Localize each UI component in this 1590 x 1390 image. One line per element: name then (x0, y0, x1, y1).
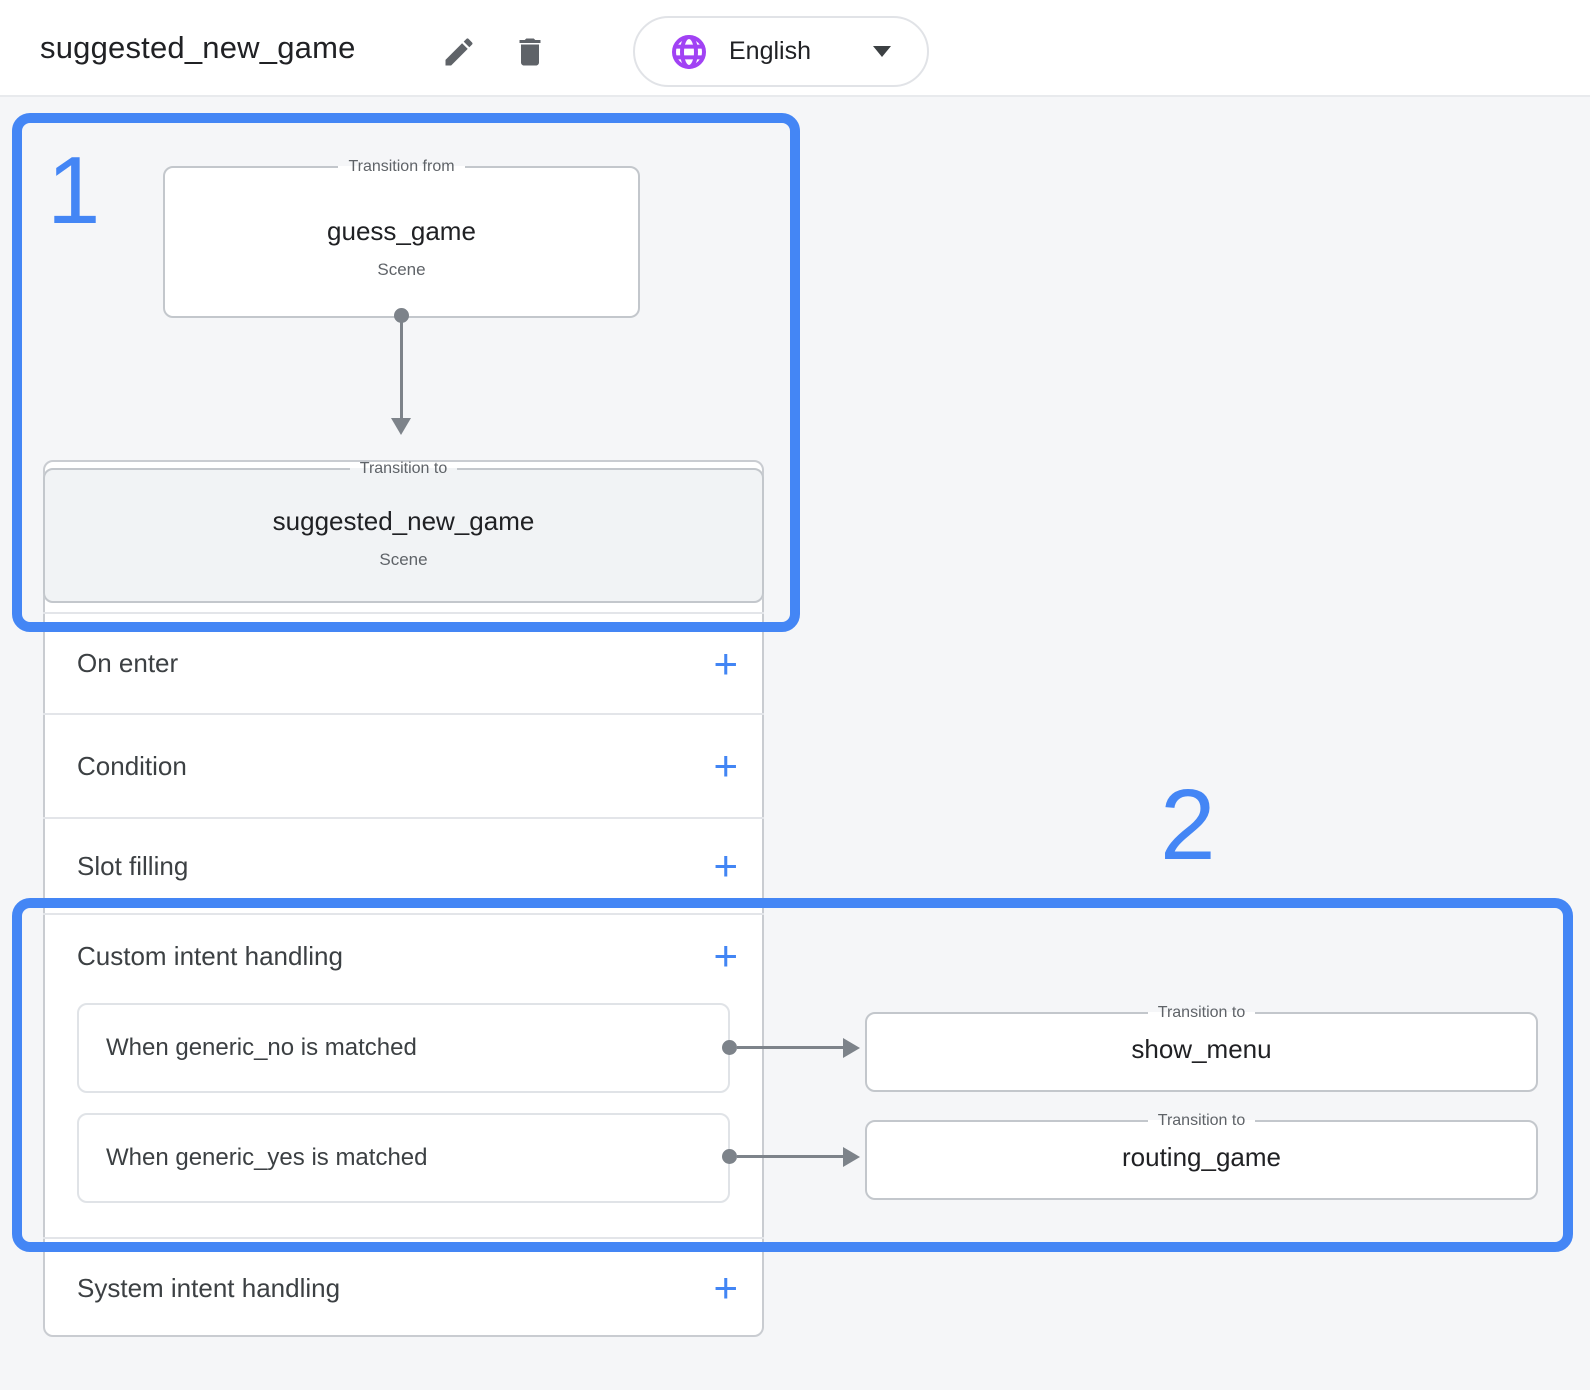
transition-to-legend: Transition to (359, 460, 448, 477)
language-label: English (729, 37, 811, 65)
intent-card-generic-no[interactable]: When generic_no is matched (77, 1003, 730, 1093)
intent-card-generic-yes[interactable]: When generic_yes is matched (77, 1113, 730, 1203)
transition-target-show-menu[interactable]: Transition to show_menu (865, 1004, 1538, 1092)
section-label: Custom intent handling (77, 941, 343, 971)
edit-scene-button[interactable] (441, 33, 479, 71)
arrow-right-icon (843, 1038, 860, 1058)
scene-type: Scene (377, 260, 426, 279)
section-label: Slot filling (77, 850, 189, 881)
add-condition-button[interactable]: + (713, 742, 738, 789)
intent-label: When generic_no is matched (106, 1034, 417, 1061)
chevron-down-icon (873, 46, 891, 57)
section-condition: Condition + (43, 713, 764, 817)
section-label: On enter (77, 648, 179, 678)
scene-name: suggested_new_game (272, 506, 535, 536)
transition-from-box[interactable]: Transition from guess_game Scene (163, 158, 640, 318)
transition-from-legend: Transition from (348, 158, 455, 175)
section-label: Condition (77, 750, 187, 781)
transition-to-box: Transition to suggested_new_game Scene (43, 460, 764, 603)
transition-target-routing-game[interactable]: Transition to routing_game (865, 1112, 1538, 1200)
section-on-enter: On enter + (43, 612, 764, 713)
section-label: System intent handling (77, 1272, 341, 1303)
add-slot-filling-button[interactable]: + (713, 842, 738, 889)
add-custom-intent-button[interactable]: + (713, 932, 738, 979)
section-slot-filling: Slot filling + (43, 817, 764, 913)
globe-icon (669, 32, 709, 72)
annotation-number-1: 1 (47, 137, 101, 244)
pencil-icon (441, 34, 479, 70)
header: suggested_new_game (0, 0, 1590, 97)
language-selector[interactable]: English (633, 16, 929, 87)
annotation-number-2: 2 (1160, 769, 1216, 881)
scene-type: Scene (379, 550, 428, 569)
target-body: routing_game (867, 1130, 1536, 1173)
arrow-down-icon (391, 418, 411, 435)
add-system-intent-button[interactable]: + (713, 1264, 738, 1311)
target-scene-name: show_menu (1131, 1034, 1272, 1064)
trash-icon (512, 34, 550, 70)
delete-scene-button[interactable] (512, 33, 550, 71)
page-title: suggested_new_game (40, 30, 356, 65)
connector-dot (394, 308, 409, 323)
connector-line (400, 316, 403, 420)
arrow-right-icon (843, 1147, 860, 1167)
section-custom-intent-handling: Custom intent handling + (43, 913, 764, 1237)
connector-line (737, 1046, 844, 1049)
transition-from-body: guess_game Scene (165, 176, 638, 280)
target-body: show_menu (867, 1022, 1536, 1065)
section-system-intent-handling: System intent handling + (43, 1237, 764, 1337)
transition-to-body: suggested_new_game Scene (45, 478, 762, 570)
transition-to-legend: Transition to (1157, 1112, 1246, 1129)
intent-label: When generic_yes is matched (106, 1144, 428, 1171)
connector-line (737, 1155, 844, 1158)
connector-dot (722, 1149, 737, 1164)
add-on-enter-button[interactable]: + (713, 639, 738, 687)
transition-to-legend: Transition to (1157, 1004, 1246, 1021)
connector-dot (722, 1040, 737, 1055)
scene-name: guess_game (327, 216, 476, 246)
target-scene-name: routing_game (1122, 1142, 1281, 1172)
